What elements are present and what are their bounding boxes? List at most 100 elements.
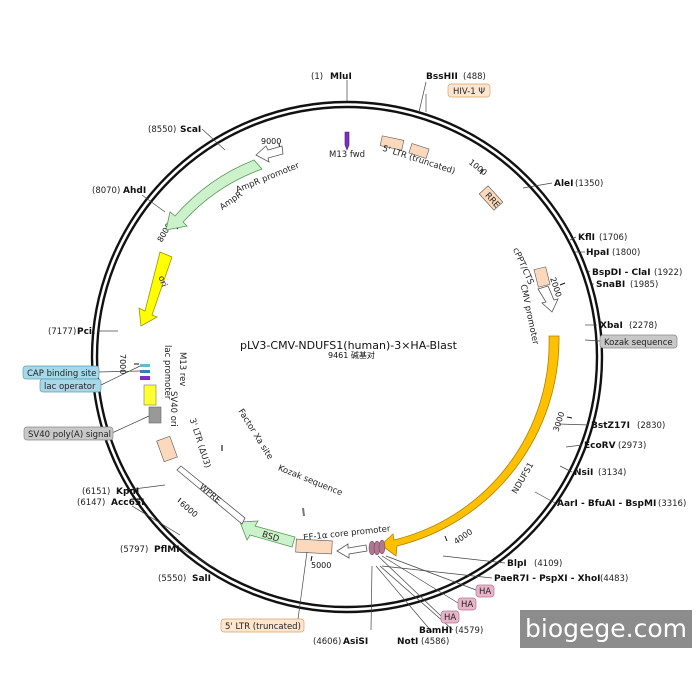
feature-label-kozak: Kozak sequence — [276, 463, 343, 498]
site-name-blpi[interactable]: BlpI — [507, 559, 527, 569]
feature-sv40-polya[interactable] — [148, 406, 162, 424]
site-name-alei[interactable]: AleI — [554, 179, 574, 189]
feature-ndufs1[interactable] — [380, 335, 560, 557]
tag-label-ha-1: HA — [479, 587, 491, 597]
tick-label-9000: 9000 — [261, 137, 281, 146]
site-pos-asisi: (4606) — [313, 637, 341, 647]
site-pos-alei: (1350) — [575, 179, 603, 189]
feature-ori[interactable] — [138, 251, 173, 327]
feature-m13-fwd[interactable] — [344, 131, 350, 151]
site-pos-bstz17i: (2830) — [637, 421, 665, 431]
site-name-nsii[interactable]: NsiI — [574, 468, 593, 478]
feature-label-cmv-promoter: CMV promoter — [518, 284, 541, 346]
feature-rre[interactable] — [478, 185, 504, 211]
tag-ha-1[interactable]: HA — [385, 555, 495, 598]
site-name-asisi[interactable]: AsiSI — [343, 637, 368, 647]
site-name-scai[interactable]: ScaI — [180, 125, 201, 135]
site-name-bspdi-clai[interactable]: BspDI - ClaI — [592, 268, 651, 278]
site-name-hpai[interactable]: HpaI — [586, 248, 609, 258]
tag-label-lac-operator: lac operator — [44, 382, 96, 392]
tag-label-ha-3: HA — [444, 613, 456, 623]
site-pos-noti: (4586) — [421, 637, 449, 647]
site-pos-acc65i: (6147) — [77, 498, 105, 508]
tag-kozak-sequence[interactable]: Kozak sequence — [584, 334, 678, 349]
site-name-kpni[interactable]: KpnI — [116, 487, 139, 497]
feature-label-ori: ori — [156, 275, 169, 289]
feature-kozak-mark[interactable] — [302, 507, 305, 517]
site-pos-scai: (8550) — [148, 125, 176, 135]
feature-label-3ltr: 3' LTR (ΔU3) — [187, 417, 213, 469]
tag-ha-3[interactable]: HA — [377, 555, 460, 624]
site-pos-hpai: (1800) — [612, 248, 640, 258]
feature-ampr-promoter[interactable] — [255, 145, 284, 163]
feature-cap-binding[interactable] — [140, 370, 150, 373]
site-pos-aari: (3316) — [658, 499, 686, 509]
tag-label-sv40-polya: SV40 poly(A) signal — [28, 430, 111, 440]
tick-label-4000: 4000 — [452, 527, 474, 546]
watermark: biogege.com — [520, 610, 692, 648]
tag-hiv1-psi[interactable]: HIV-1 Ψ — [425, 83, 491, 112]
tag-label-kozak-sequence: Kozak sequence — [604, 338, 673, 348]
feature-bottom-ltr-box[interactable] — [295, 538, 333, 555]
feature-label-lac-promoter: lac promoter — [162, 345, 172, 400]
site-pos-xbai: (2278) — [629, 321, 657, 331]
site-pos-sali: (5550) — [158, 574, 186, 584]
backbone-inner — [95, 105, 599, 609]
tag-label-hiv1-psi: HIV-1 Ψ — [453, 87, 485, 97]
site-pos-ecorv: (2973) — [618, 441, 646, 451]
site-name-pcii[interactable]: PciI — [77, 327, 95, 337]
site-name-ahdi[interactable]: AhdI — [123, 186, 146, 196]
site-name-ecorv[interactable]: EcoRV — [584, 441, 616, 451]
tag-label-5ltr-truncated: 5' LTR (truncated) — [225, 622, 301, 632]
feature-label-wpre: WPRE — [197, 482, 222, 506]
feature-label-cppt-cts: cPPT/CTS — [510, 246, 535, 286]
site-pos-ahdi: (8070) — [92, 186, 120, 196]
tag-sv40-polya[interactable]: SV40 poly(A) signal — [23, 415, 150, 441]
tick-label-1000: 1000 — [467, 158, 489, 178]
tag-ha-2[interactable]: HA — [381, 555, 477, 611]
feature-cppt-cts[interactable] — [533, 266, 551, 288]
site-pos-kfli: (1706) — [599, 233, 627, 243]
backbone-outer — [90, 100, 604, 614]
site-name-bstz17i[interactable]: BstZ17I — [591, 421, 630, 431]
site-name-sali[interactable]: SalI — [192, 574, 211, 584]
feature-5ltr-box-b[interactable] — [408, 143, 430, 159]
site-name-snabi[interactable]: SnaBI — [596, 280, 625, 290]
tag-label-ha-2: HA — [461, 600, 473, 610]
site-name-kfli[interactable]: KflI — [578, 233, 595, 243]
site-name-bamhi[interactable]: BamHI — [419, 626, 452, 636]
site-name-paer7i[interactable]: PaeR7I - PspXI - XhoI — [494, 574, 600, 584]
site-pos-pflmi: (5797) — [120, 545, 148, 555]
site-pos-pcii: (7177) — [48, 327, 76, 337]
feature-m13-rev[interactable] — [140, 376, 150, 380]
site-name-aari[interactable]: AarI - BfuAI - BspMI — [557, 499, 656, 509]
site-name-noti[interactable]: NotI — [397, 637, 418, 647]
site-pos-snabi: (1985) — [630, 280, 658, 290]
site-pos-paer7i: (4483) — [600, 574, 628, 584]
feature-sv40-ori[interactable] — [143, 384, 157, 406]
site-name-mlui[interactable]: MluI — [330, 72, 352, 82]
site-name-xbai[interactable]: XbaI — [600, 321, 623, 331]
site-name-bsshii[interactable]: BssHII — [426, 72, 458, 82]
feature-label-sv40-ori: SV40 ori — [168, 391, 178, 427]
feature-cmv-promoter[interactable] — [537, 285, 559, 313]
tick-label-6000: 6000 — [178, 499, 199, 519]
feature-wpre[interactable] — [176, 465, 246, 525]
site-pos-nsii: (3134) — [598, 468, 626, 478]
feature-lac-operator[interactable] — [140, 364, 150, 367]
feature-ampr[interactable] — [165, 159, 263, 231]
site-name-pflmi[interactable]: PflMI — [154, 545, 180, 555]
feature-3ltr[interactable] — [156, 435, 178, 463]
ha-markers — [368, 539, 386, 556]
feature-bsd[interactable] — [239, 520, 296, 548]
feature-ef1a-promoter[interactable] — [336, 543, 368, 559]
feature-5ltr-box-a[interactable] — [379, 135, 405, 151]
site-pos-bspdi-clai: (1922) — [654, 268, 682, 278]
tag-5ltr-truncated[interactable]: 5' LTR (truncated) — [220, 551, 308, 633]
feature-label-factor-xa: Factor Xa site — [236, 407, 275, 461]
feature-label-rre: RRE — [483, 191, 502, 210]
site-name-acc65i[interactable]: Acc65I — [111, 498, 145, 508]
tag-lac-operator[interactable]: lac operator — [39, 365, 141, 393]
